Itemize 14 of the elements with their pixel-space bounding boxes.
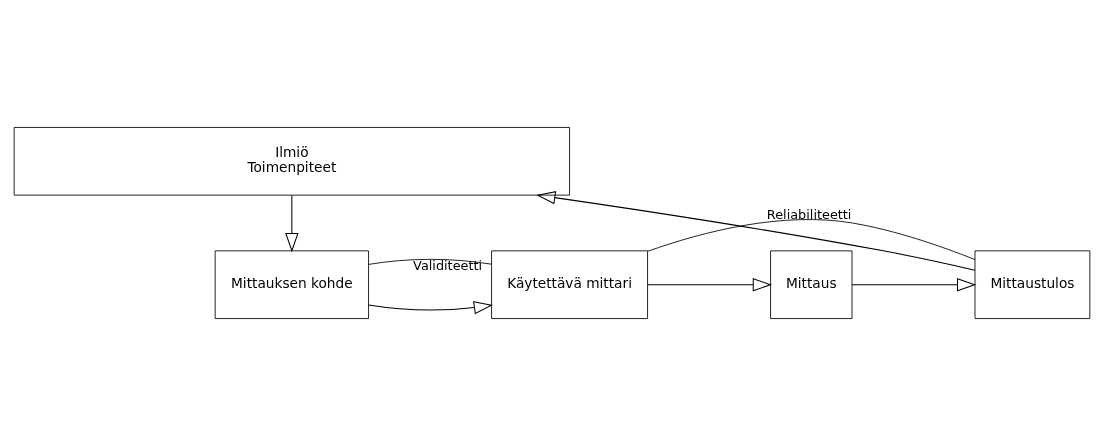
node-box: Mittaus [770,250,853,319]
node-box: Mittauksen kohde [214,250,369,319]
node-box: Ilmiö Toimenpiteet [13,127,570,196]
node-box: Mittaustulos [974,250,1091,319]
arrow [851,278,977,292]
connector [368,258,492,265]
node-box: Käytettävä mittari [491,250,648,319]
arrow [368,301,493,315]
arrow [647,278,772,292]
edge-label: Reliabiliteetti [766,206,852,222]
arrow [536,191,976,271]
edge-label: Validiteetti [413,257,483,273]
connector [647,219,976,260]
arrow [285,194,299,253]
